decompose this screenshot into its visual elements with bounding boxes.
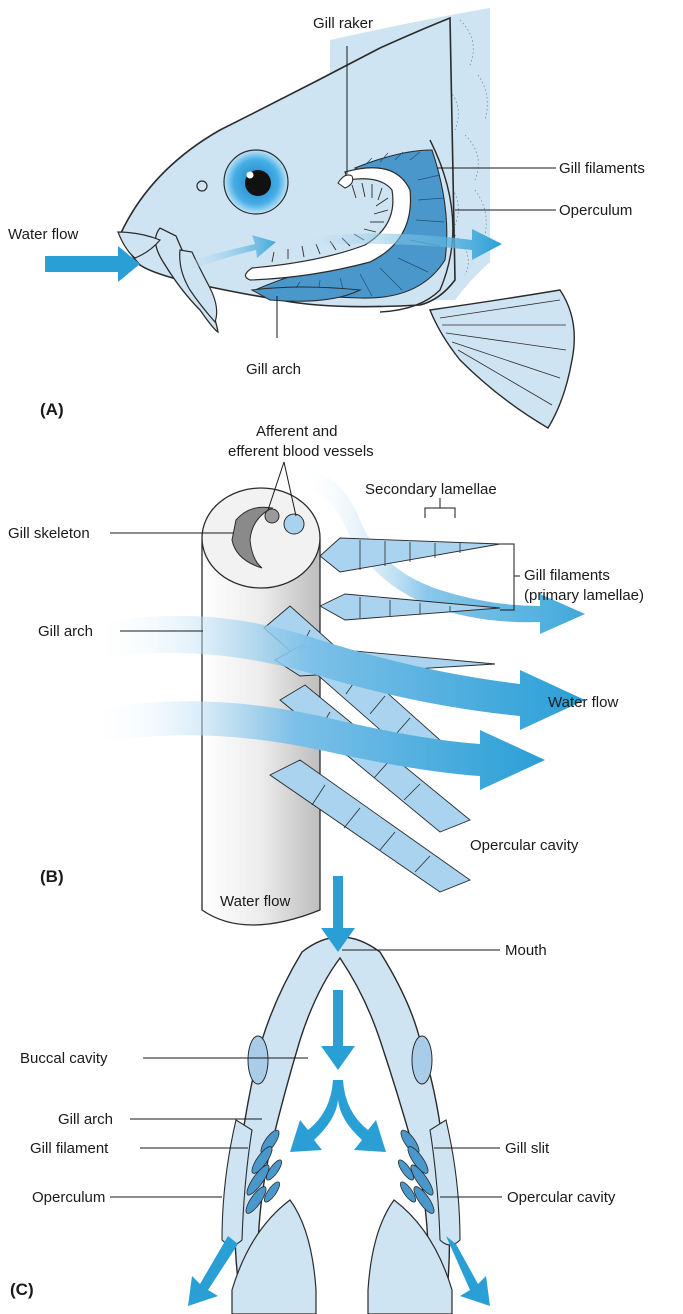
label-operculum-c: Operculum: [32, 1189, 105, 1206]
label-secondary-lamellae: Secondary lamellae: [365, 481, 497, 498]
flow-arrow-c-exit-left: [188, 1236, 238, 1306]
eye-highlight: [247, 172, 254, 179]
label-opercular-cavity-b: Opercular cavity: [470, 837, 579, 854]
label-water-flow-c: Water flow: [220, 893, 290, 910]
label-gill-filaments-2: (primary lamellae): [524, 587, 644, 604]
label-gill-filaments: Gill filaments: [559, 160, 645, 177]
flow-arrow-entry: [45, 246, 140, 282]
panel-b: Afferent and efferent blood vessels Gill…: [8, 423, 644, 925]
label-gill-skeleton: Gill skeleton: [8, 525, 90, 542]
label-gill-filaments-1: Gill filaments: [524, 567, 610, 584]
label-water-flow: Water flow: [8, 226, 78, 243]
label-operculum: Operculum: [559, 202, 632, 219]
flow-arrow-c-mid: [321, 990, 355, 1070]
blood-vessel-small: [265, 509, 279, 523]
label-mouth: Mouth: [505, 942, 547, 959]
panel-tag-a: (A): [40, 400, 64, 419]
panel-c: Water flow Mouth Buccal cavity Gill arch…: [10, 876, 616, 1314]
panel-tag-c: (C): [10, 1280, 34, 1299]
label-vessels-line1: Afferent and: [256, 423, 337, 440]
label-water-flow-b: Water flow: [548, 694, 618, 711]
label-gill-raker: Gill raker: [313, 15, 373, 32]
label-buccal-cavity: Buccal cavity: [20, 1050, 108, 1067]
blood-vessel-large: [284, 514, 304, 534]
label-gill-arch-b: Gill arch: [38, 623, 93, 640]
cheek-left: [248, 1036, 268, 1084]
panel-a: Water flow Gill raker Gill filaments Ope…: [8, 8, 645, 428]
label-gill-arch: Gill arch: [246, 361, 301, 378]
cheek-right: [412, 1036, 432, 1084]
flow-arrow-c-split: [290, 1080, 386, 1152]
label-vessels-line2: efferent blood vessels: [228, 443, 374, 460]
label-gill-filament-c: Gill filament: [30, 1140, 109, 1157]
label-gill-slit: Gill slit: [505, 1140, 550, 1157]
panel-tag-b: (B): [40, 867, 64, 886]
label-opercular-cavity-c: Opercular cavity: [507, 1189, 616, 1206]
cylinder-top: [202, 488, 320, 588]
label-gill-arch-c: Gill arch: [58, 1111, 113, 1128]
